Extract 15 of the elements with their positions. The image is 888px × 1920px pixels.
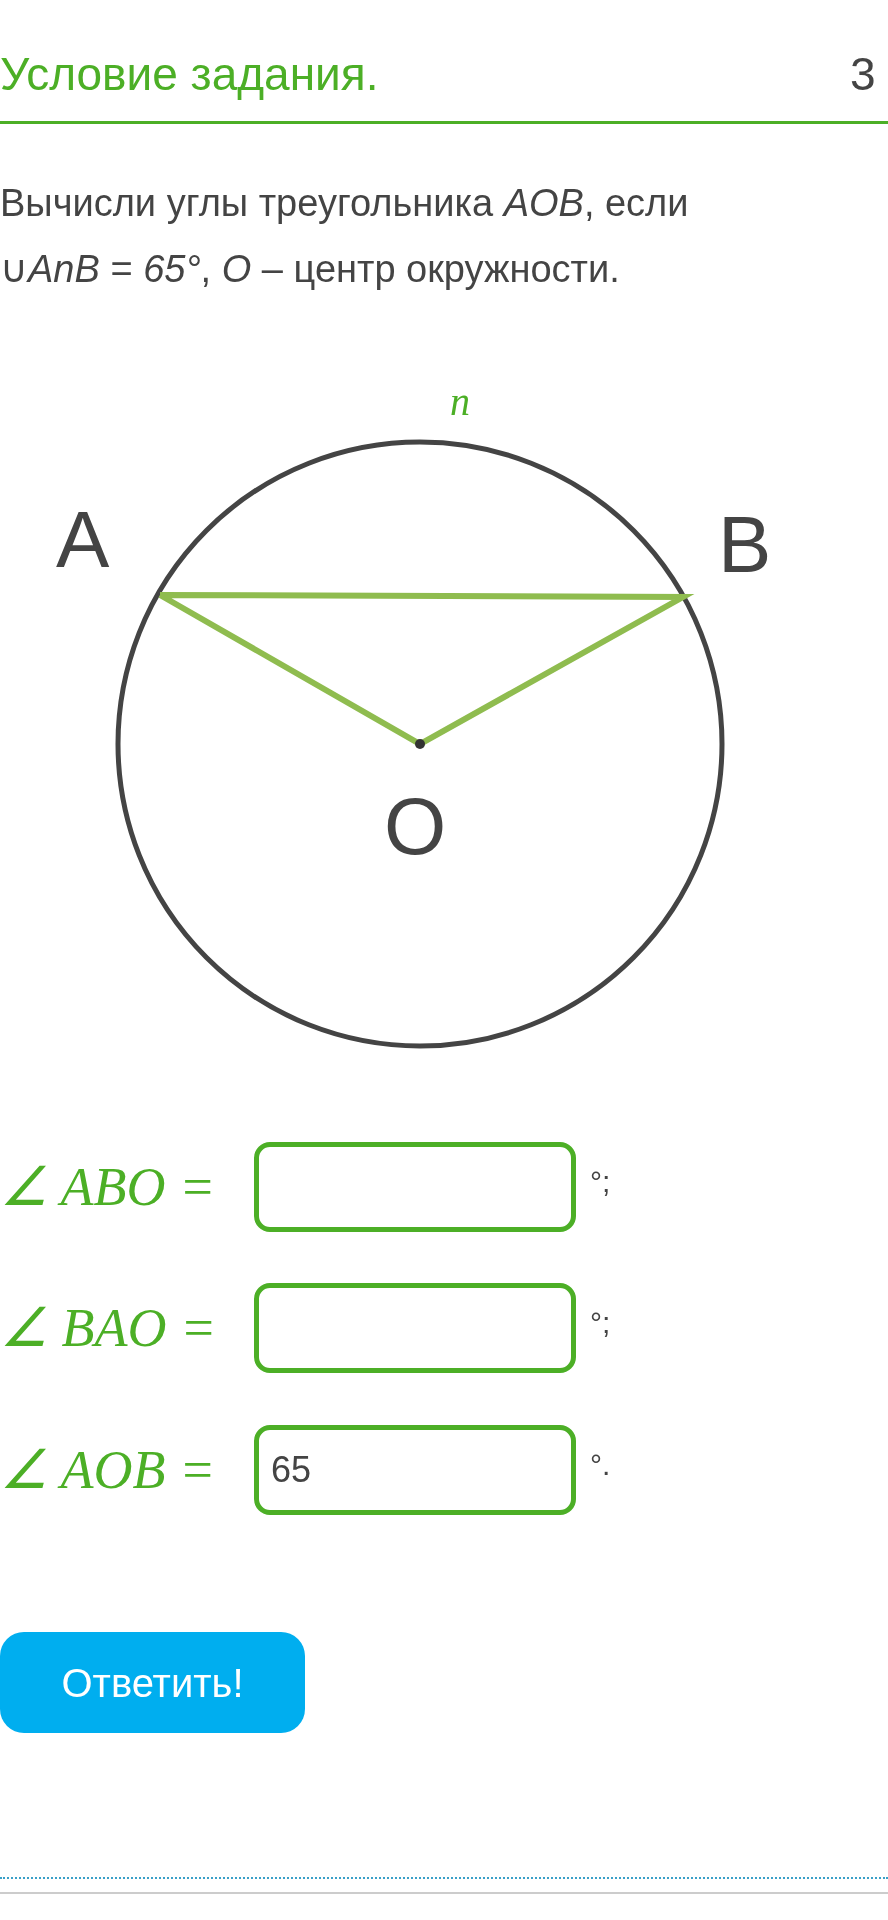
heading: Условие задания. — [0, 47, 379, 102]
angle-label: ∠ ABO = — [0, 1156, 216, 1219]
degree-sign: °; — [590, 1164, 611, 1200]
arc-label: n — [450, 378, 470, 426]
degree-sign: °. — [590, 1447, 611, 1483]
degree-sign: °; — [590, 1305, 611, 1341]
point-label: O — [384, 782, 447, 872]
point-label: B — [718, 500, 772, 590]
angle-label: ∠ AOB = — [0, 1439, 216, 1502]
task-text: Вычисли углы треугольника AOB, если ∪AnB = 65°, O – центр окружности. — [0, 181, 690, 292]
point-label: A — [56, 495, 110, 585]
submit-button: Ответить! — [0, 1632, 305, 1733]
answer-field: 65 — [254, 1425, 576, 1515]
page-counter: 3 — [850, 47, 876, 102]
angle-label: ∠ BAO = — [0, 1297, 217, 1360]
